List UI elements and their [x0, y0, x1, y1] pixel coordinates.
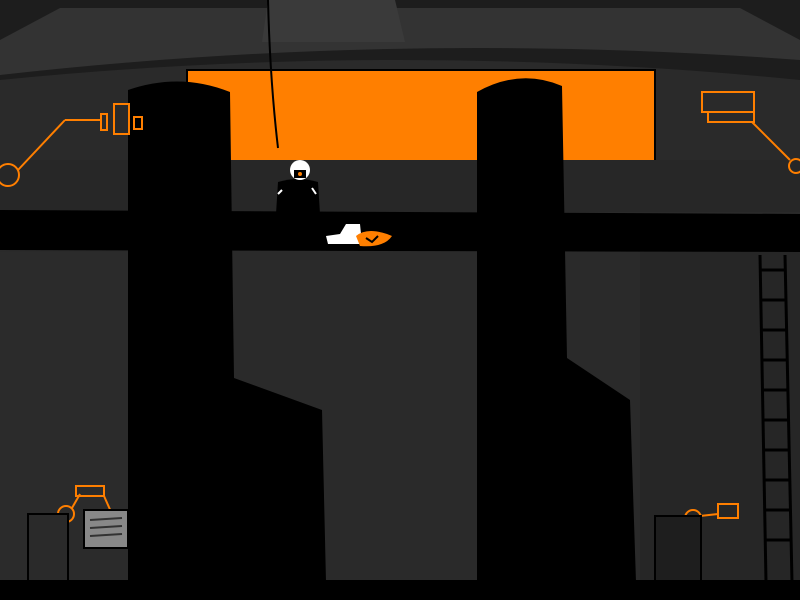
robot-arm-left	[0, 103, 143, 187]
robot-arm-right	[701, 91, 800, 174]
left-pillar	[128, 81, 326, 582]
ladder[interactable]	[758, 254, 794, 583]
standing-figure	[276, 160, 320, 214]
crate-left	[27, 513, 69, 583]
orange-window	[186, 69, 656, 163]
hatch	[262, 0, 405, 42]
rope	[267, 0, 279, 149]
machine-right	[654, 515, 702, 583]
right-pillar	[477, 78, 636, 583]
floor	[0, 580, 800, 600]
control-panel[interactable]	[83, 509, 129, 549]
lying-figure	[326, 224, 392, 247]
walkway	[0, 210, 800, 252]
upper-wall	[0, 160, 800, 212]
